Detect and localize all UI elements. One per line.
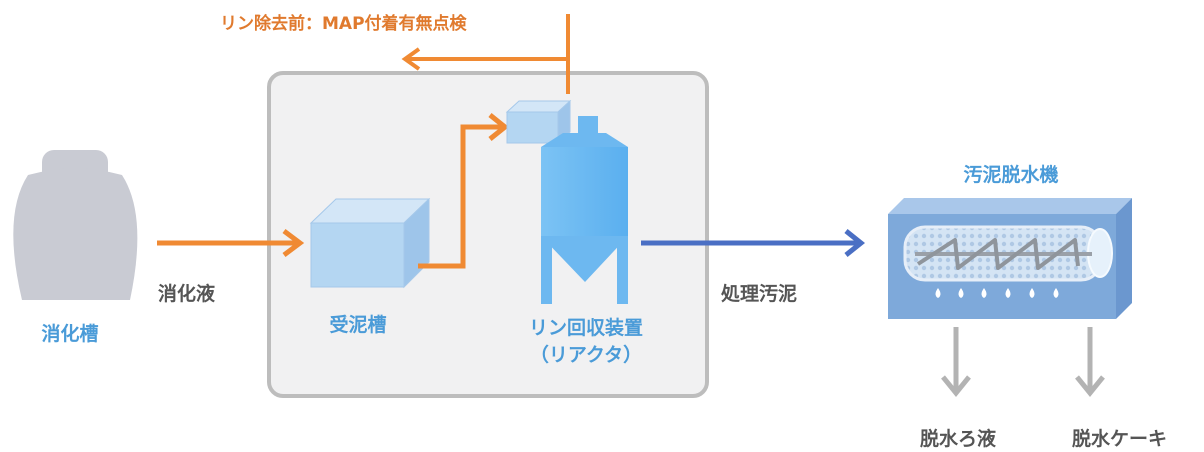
digester-label: 消化槽 <box>41 322 98 345</box>
digested-liquid-arrow <box>157 229 305 257</box>
filtrate-label: 脱水ろ液 <box>920 427 997 450</box>
cake-label: 脱水ケーキ <box>1072 427 1167 450</box>
recovery-reactor-icon <box>541 116 628 304</box>
cake-arrow <box>1075 327 1105 397</box>
treated-sludge-label: 処理汚泥 <box>721 282 797 305</box>
digested-liquid-label: 消化液 <box>158 282 216 305</box>
feed-box-icon <box>505 99 572 145</box>
dewatering-machine-label: 汚泥脱水機 <box>963 163 1058 186</box>
inspection-arrow <box>401 14 570 94</box>
recovery-device-label: リン回収装置 <box>529 316 643 339</box>
digester-tank-icon <box>13 150 138 300</box>
filtrate-arrow <box>941 327 971 397</box>
receiving-tank-icon <box>309 197 431 289</box>
receiving-tank-label: 受泥槽 <box>329 313 386 336</box>
treated-sludge-arrow <box>641 229 866 257</box>
feed-pipe-arrow <box>418 113 510 269</box>
inspection-annotation: リン除去前：MAP付着有無点検 <box>220 13 468 34</box>
recovery-device-sublabel: （リアクタ） <box>530 343 642 366</box>
dewatering-machine-icon <box>888 198 1132 319</box>
